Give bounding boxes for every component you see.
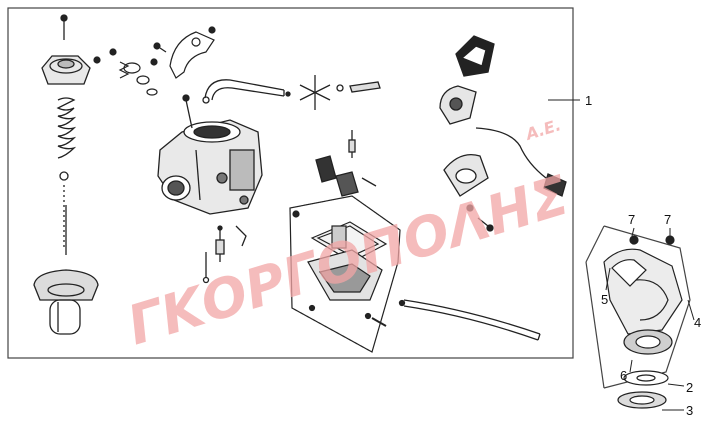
vent-hose — [202, 79, 285, 104]
small-hardware — [93, 26, 216, 96]
auto-choke — [439, 35, 567, 232]
float-bowl-inset — [289, 195, 401, 353]
callout-5: 5 — [601, 292, 608, 307]
callout-7-right: 7 — [664, 212, 671, 227]
callout-4: 4 — [694, 315, 701, 330]
intake-manifold-inset — [585, 225, 691, 409]
main-frame — [7, 7, 574, 359]
carburetor-body — [157, 94, 263, 215]
leader-lines — [548, 99, 695, 411]
callout-7-left: 7 — [628, 212, 635, 227]
float-parts — [315, 130, 377, 197]
watermark-suffix: Α.Ε. — [522, 115, 563, 144]
callout-1: 1 — [585, 93, 592, 108]
overflow-hose — [398, 299, 541, 341]
callout-3: 3 — [686, 403, 693, 418]
callout-2: 2 — [686, 380, 693, 395]
jets — [202, 225, 247, 284]
slide-assembly — [33, 14, 99, 335]
callout-6: 6 — [620, 368, 627, 383]
fittings — [285, 75, 381, 110]
